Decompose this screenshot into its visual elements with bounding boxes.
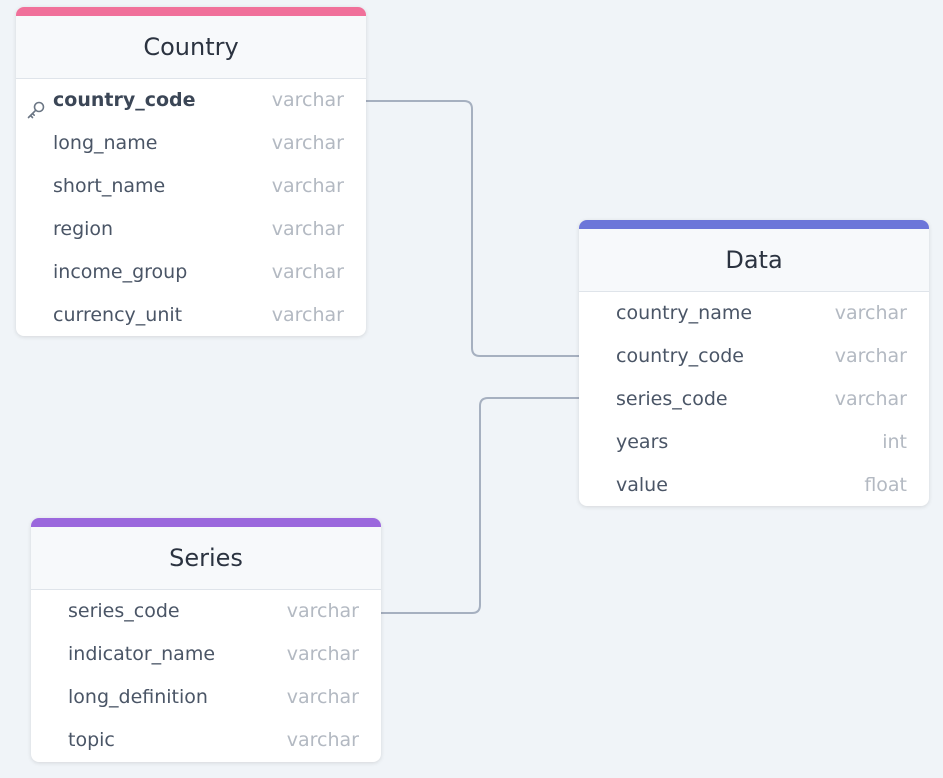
column-name: short_name bbox=[53, 175, 166, 197]
column-name: country_code bbox=[53, 89, 196, 111]
column-type: varchar bbox=[271, 175, 344, 197]
table-country[interactable]: Country country_code varchar long_name v… bbox=[16, 7, 366, 336]
column-name: long_definition bbox=[68, 686, 208, 708]
column-name: currency_unit bbox=[53, 304, 183, 326]
table-row[interactable]: country_code varchar bbox=[16, 79, 366, 122]
column-type: float bbox=[864, 474, 907, 496]
column-name: series_code bbox=[68, 600, 180, 622]
column-type: varchar bbox=[271, 218, 344, 240]
column-type: varchar bbox=[271, 304, 344, 326]
table-series[interactable]: Series series_code varchar indicator_nam… bbox=[31, 518, 381, 762]
table-title[interactable]: Data bbox=[579, 229, 929, 292]
table-row[interactable]: series_code varchar bbox=[579, 378, 929, 421]
key-icon bbox=[26, 92, 46, 119]
link-country-code-to-data-country-code[interactable] bbox=[366, 100, 579, 357]
column-name: indicator_name bbox=[68, 643, 216, 665]
table-title[interactable]: Series bbox=[31, 527, 381, 590]
column-type: varchar bbox=[271, 89, 344, 111]
link-series-code-to-data-series-code[interactable] bbox=[381, 397, 579, 614]
table-row[interactable]: topic varchar bbox=[31, 719, 381, 762]
table-row[interactable]: short_name varchar bbox=[16, 165, 366, 208]
column-type: varchar bbox=[271, 132, 344, 154]
table-data[interactable]: Data country_name varchar country_code v… bbox=[579, 220, 929, 506]
column-name: value bbox=[616, 474, 668, 496]
table-row[interactable]: country_code varchar bbox=[579, 335, 929, 378]
table-row[interactable]: series_code varchar bbox=[31, 590, 381, 633]
table-row[interactable]: currency_unit varchar bbox=[16, 294, 366, 336]
table-row[interactable]: region varchar bbox=[16, 208, 366, 251]
column-name: topic bbox=[68, 729, 115, 751]
column-name: country_name bbox=[616, 302, 753, 324]
table-accent-bar bbox=[16, 7, 366, 16]
table-title[interactable]: Country bbox=[16, 16, 366, 79]
column-type: varchar bbox=[286, 600, 359, 622]
table-row[interactable]: indicator_name varchar bbox=[31, 633, 381, 676]
column-name: region bbox=[53, 218, 114, 240]
column-name: series_code bbox=[616, 388, 728, 410]
column-type: varchar bbox=[271, 261, 344, 283]
column-name: income_group bbox=[53, 261, 188, 283]
table-row[interactable]: value float bbox=[579, 464, 929, 506]
column-type: varchar bbox=[834, 345, 907, 367]
table-accent-bar bbox=[31, 518, 381, 527]
table-row[interactable]: income_group varchar bbox=[16, 251, 366, 294]
column-type: varchar bbox=[834, 388, 907, 410]
column-name: long_name bbox=[53, 132, 158, 154]
column-type: varchar bbox=[286, 643, 359, 665]
column-type: varchar bbox=[286, 729, 359, 751]
column-type: int bbox=[882, 431, 907, 453]
table-row[interactable]: long_name varchar bbox=[16, 122, 366, 165]
column-type: varchar bbox=[834, 302, 907, 324]
table-row[interactable]: years int bbox=[579, 421, 929, 464]
column-type: varchar bbox=[286, 686, 359, 708]
table-row[interactable]: long_definition varchar bbox=[31, 676, 381, 719]
table-accent-bar bbox=[579, 220, 929, 229]
table-row[interactable]: country_name varchar bbox=[579, 292, 929, 335]
column-name: country_code bbox=[616, 345, 744, 367]
column-name: years bbox=[616, 431, 669, 453]
